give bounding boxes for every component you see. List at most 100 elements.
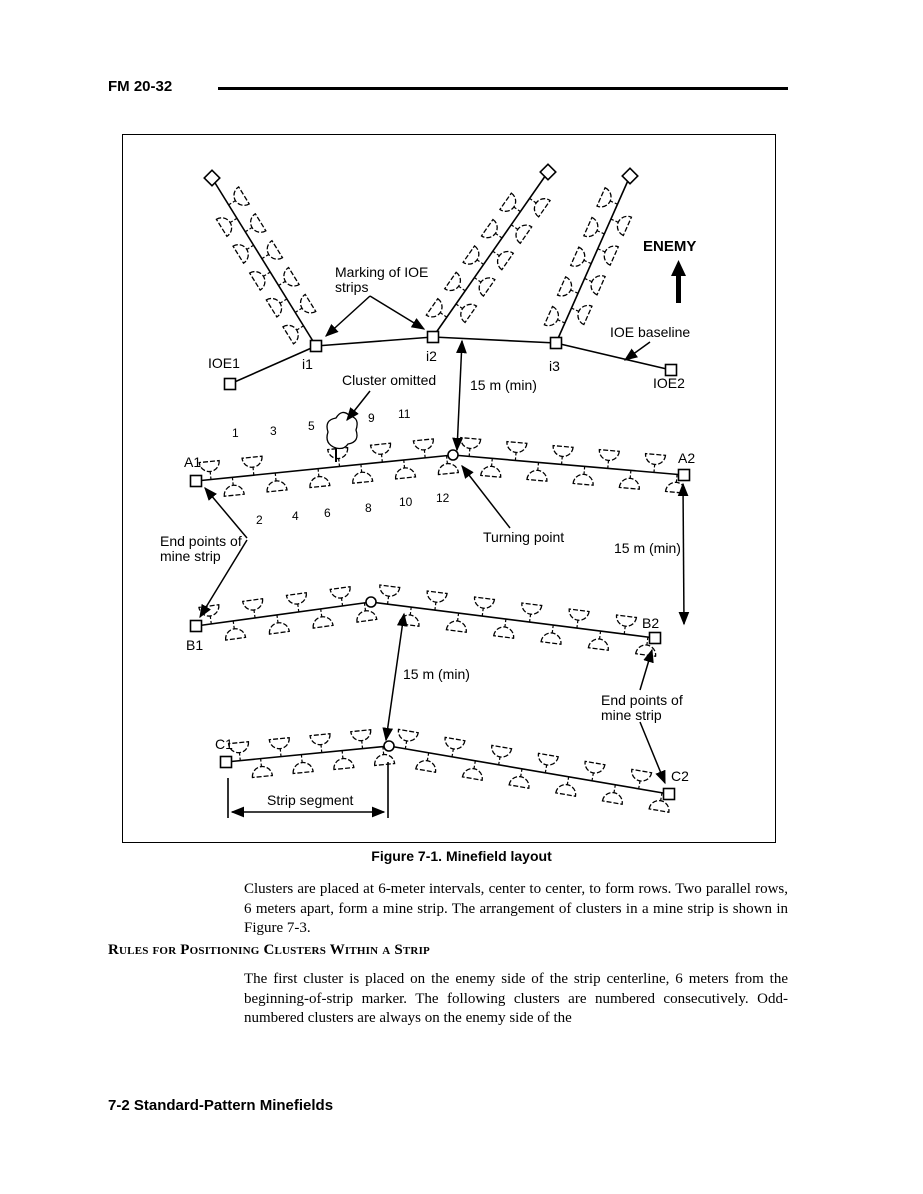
ioe-baseline-seg	[555, 342, 672, 371]
mine-cluster	[569, 246, 586, 267]
mine-cluster	[352, 471, 374, 484]
mine-cluster	[333, 757, 355, 771]
cluster-number: 2	[256, 513, 263, 527]
cluster-number: 3	[270, 424, 277, 438]
mine-strip-label-1: mine strip	[160, 548, 221, 564]
pointer-arrow	[639, 721, 666, 785]
pointer-arrow	[325, 295, 371, 337]
enemy-arrow	[671, 260, 686, 303]
mine-cluster	[374, 753, 396, 767]
ioe1-label: IOE1	[208, 355, 240, 371]
mine-cluster	[415, 759, 437, 773]
mine-cluster	[552, 444, 574, 458]
mine-cluster	[309, 732, 331, 746]
pointer-arrow	[639, 648, 654, 691]
i3-marker	[549, 336, 563, 350]
manual-id: FM 20-32	[108, 78, 173, 95]
ioe-baseline-seg	[315, 336, 434, 347]
end-points-label-2: End points of	[601, 692, 683, 708]
mine-cluster	[412, 438, 434, 451]
dimension-arrow	[452, 339, 467, 452]
mine-cluster	[515, 224, 533, 245]
cluster-omitted-label: Cluster omitted	[342, 372, 436, 388]
mine-cluster	[634, 644, 657, 657]
mine-cluster	[521, 602, 543, 615]
cluster-number: 5	[308, 419, 315, 433]
mine-cluster	[506, 440, 528, 454]
pointer-arrow	[346, 390, 371, 422]
mine-cluster	[480, 465, 502, 478]
tree-icon	[326, 411, 358, 450]
c2-label: C2	[671, 768, 689, 784]
paragraph-cluster-intervals: Clusters are placed at 6-meter intervals…	[244, 881, 788, 936]
mine-cluster	[223, 484, 245, 497]
mine-cluster	[265, 297, 283, 318]
mine-cluster	[616, 215, 633, 237]
mine-cluster	[582, 216, 599, 238]
cluster-number: 8	[365, 501, 372, 515]
cluster-number: 12	[436, 491, 450, 505]
mine-cluster	[251, 765, 274, 779]
mine-cluster	[473, 596, 496, 609]
mine-strip-label-2: mine strip	[601, 707, 662, 723]
min-distance-label-a: 15 m (min)	[470, 377, 537, 393]
enemy-label: ENEMY	[643, 238, 696, 255]
mine-cluster	[312, 616, 334, 629]
mine-cluster	[327, 446, 349, 460]
strip-centerline	[388, 745, 670, 795]
mine-cluster	[615, 614, 638, 627]
mine-cluster	[644, 452, 667, 466]
mine-cluster	[478, 277, 496, 298]
mine-cluster	[215, 217, 233, 238]
mine-cluster	[443, 271, 462, 292]
b2-label: B2	[642, 615, 659, 631]
mine-cluster	[648, 799, 670, 813]
mine-cluster	[379, 584, 401, 597]
turning-point-b	[365, 596, 377, 608]
pointer-arrow	[199, 539, 248, 619]
c1-marker	[219, 755, 233, 769]
min-distance-label-c: 15 m (min)	[403, 666, 470, 682]
mine-cluster	[555, 783, 577, 797]
mine-cluster	[496, 250, 515, 271]
mine-cluster	[444, 736, 466, 750]
mine-cluster	[584, 760, 606, 774]
mine-cluster	[601, 792, 623, 805]
figure-caption: Figure 7-1. Minefield layout	[371, 848, 552, 864]
dimension-arrow	[677, 482, 690, 626]
mine-cluster	[299, 293, 317, 314]
mine-cluster	[356, 610, 378, 623]
mine-cluster	[572, 473, 594, 486]
mine-cluster	[461, 768, 483, 781]
mine-cluster	[596, 186, 612, 208]
mine-cluster	[618, 477, 640, 490]
strip-centerline	[195, 454, 454, 482]
mine-cluster	[268, 622, 291, 635]
mine-cluster	[556, 275, 573, 297]
footer-page-ref: 7-2 Standard-Pattern Minefields	[108, 1097, 334, 1114]
mine-cluster	[232, 244, 249, 265]
pointer-arrow	[623, 341, 651, 361]
mine-cluster	[249, 212, 267, 233]
mine-cluster	[533, 198, 551, 218]
strips-label: strips	[335, 279, 368, 295]
mine-cluster	[268, 736, 290, 750]
mine-cluster	[537, 752, 559, 766]
mine-cluster	[266, 480, 288, 493]
turning-point-label: Turning point	[483, 529, 564, 545]
mine-cluster	[540, 632, 562, 645]
mine-cluster	[445, 620, 467, 633]
pointer-arrow	[461, 464, 511, 529]
mine-cluster	[394, 467, 417, 480]
pointer-arrow	[204, 486, 248, 539]
dimension-arrow	[382, 612, 408, 742]
diagram-marks	[189, 163, 691, 818]
cluster-number: 10	[399, 495, 413, 509]
ioe-strip-end-marker	[203, 169, 221, 187]
mine-cluster	[309, 476, 331, 489]
c2-marker	[662, 787, 676, 801]
mine-cluster	[499, 192, 517, 212]
i2-marker	[426, 330, 440, 344]
c1-label: C1	[215, 736, 233, 752]
mine-cluster	[526, 469, 548, 482]
